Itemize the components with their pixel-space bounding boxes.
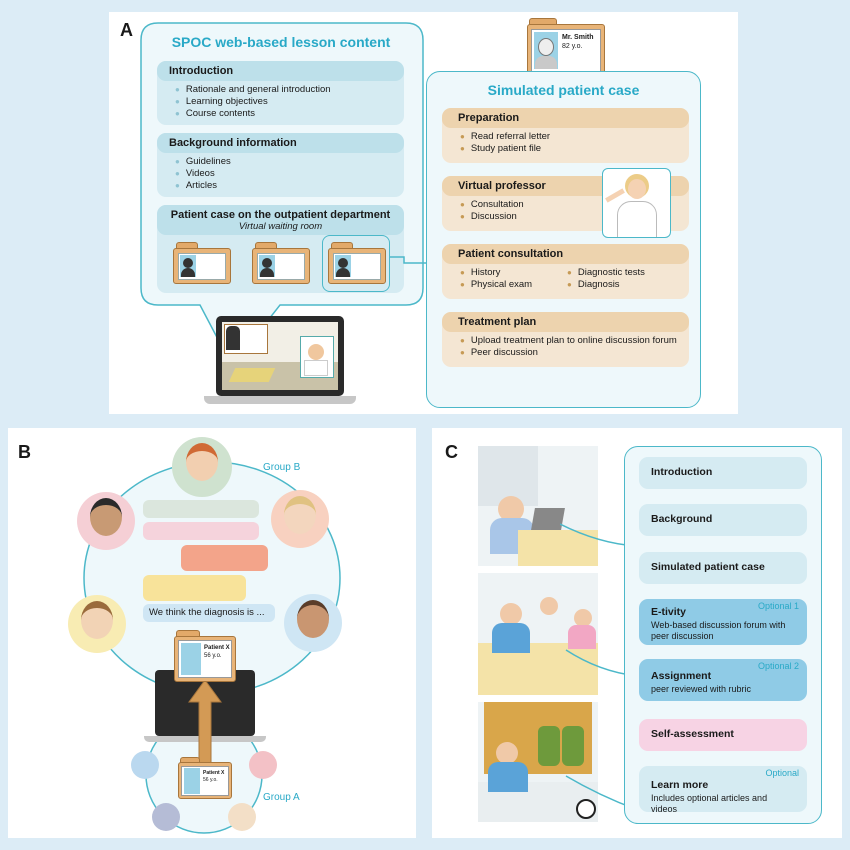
optional-badge: Optional 2 (757, 661, 799, 671)
introduction-label: Introduction (651, 466, 713, 478)
chat-bubble (143, 575, 246, 601)
football-icon (576, 799, 596, 819)
diagnosis-message: We think the diagnosis is ... (149, 607, 265, 618)
list-item: Discussion (460, 211, 689, 223)
chat-bubble: We think the diagnosis is ... (143, 604, 275, 622)
patient-silhouette-icon (180, 255, 196, 277)
patient-folder-1[interactable] (173, 242, 231, 284)
panel-label-b: B (18, 442, 31, 462)
patient-folder-2[interactable] (252, 242, 310, 284)
list-item: Consultation (460, 199, 689, 211)
list-item: Learning objectives (175, 96, 404, 108)
background-heading: Background information (157, 133, 404, 153)
patient-folder-3[interactable] (328, 242, 386, 284)
virtual-professor-image (602, 168, 671, 238)
chat-bubble (181, 545, 268, 571)
patient-case-heading: Patient case on the outpatient departmen… (157, 205, 404, 235)
patient-silhouette-icon (259, 255, 275, 277)
patient-age: 82 y.o. (562, 43, 583, 50)
patient-name: Mr. Smith (562, 34, 594, 41)
etivity-title: E-tivity (651, 606, 687, 618)
list-item: Videos (175, 168, 404, 180)
patient-silhouette-icon (184, 768, 200, 794)
etivity-description: Web-based discussion forum with peer dis… (651, 620, 786, 641)
background-section: Background information Guidelines Videos… (157, 133, 404, 197)
assignment-description: peer reviewed with rubric (651, 684, 752, 694)
patient-age: 56 y.o. (204, 653, 222, 659)
simulated-case-label: Simulated patient case (651, 561, 765, 573)
treatment-plan-heading: Treatment plan (442, 312, 689, 332)
patient-name: Patient X (204, 645, 230, 651)
patient-file-folder[interactable]: Mr. Smith 82 y.o. (527, 18, 605, 78)
list-item: Diagnosis (567, 279, 645, 291)
course-item-assignment[interactable]: Optional 2 Assignment peer reviewed with… (639, 659, 807, 701)
list-item: Diagnostic tests (567, 267, 645, 279)
treatment-plan-section: Treatment plan Upload treatment plan to … (442, 312, 689, 367)
chat-bubble (143, 500, 259, 518)
panel-label-a: A (120, 20, 133, 40)
self-study-illustration (478, 702, 598, 822)
patient-age: 56 y.o. (203, 777, 218, 783)
waiting-room-label: Virtual waiting room (238, 221, 323, 232)
course-item-self-assessment[interactable]: Self-assessment (639, 719, 807, 751)
course-item-etivity[interactable]: Optional 1 E-tivity Web-based discussion… (639, 599, 807, 645)
preparation-section: Preparation Read referral letter Study p… (442, 108, 689, 163)
course-item-background[interactable]: Background (639, 504, 807, 536)
list-item: Read referral letter (460, 131, 689, 143)
study-alone-illustration (478, 446, 598, 566)
panel-label-c: C (445, 442, 458, 462)
group-work-illustration (478, 573, 598, 695)
list-item: Study patient file (460, 143, 689, 155)
patient-consultation-section: Patient consultation History Physical ex… (442, 244, 689, 299)
avatar (284, 496, 316, 534)
list-item: Course contents (175, 108, 404, 120)
selected-folder-frame (322, 235, 390, 292)
avatar (81, 601, 113, 639)
patient-photo (534, 32, 558, 69)
chat-bubble (143, 522, 259, 540)
course-item-simulated-case[interactable]: Simulated patient case (639, 552, 807, 584)
virtual-room-image (222, 322, 338, 390)
assignment-title: Assignment (651, 670, 712, 682)
introduction-heading: Introduction (157, 61, 404, 81)
list-item: Peer discussion (460, 347, 689, 359)
laptop-screen (216, 316, 344, 396)
optional-badge: Optional (765, 768, 799, 778)
patient-name: Patient X (203, 770, 225, 776)
group-a-label: Group A (263, 792, 300, 803)
learn-more-title: Learn more (651, 779, 709, 791)
list-item: Guidelines (175, 156, 404, 168)
patient-case-title: Patient case on the outpatient departmen… (170, 209, 391, 221)
spoc-title: SPOC web-based lesson content (171, 34, 391, 50)
upload-arrow-icon (188, 679, 222, 768)
list-item: Physical exam (460, 279, 567, 291)
avatar (186, 443, 218, 481)
course-item-learn-more[interactable]: Optional Learn more Includes optional ar… (639, 766, 807, 814)
learn-more-description: Includes optional articles and videos (651, 793, 768, 814)
group-b-label: Group B (263, 462, 301, 473)
list-item: Upload treatment plan to online discussi… (460, 335, 689, 347)
introduction-section: Introduction Rationale and general intro… (157, 61, 404, 125)
list-item: Articles (175, 180, 404, 192)
connector-line (390, 256, 430, 264)
patient-consultation-heading: Patient consultation (442, 244, 689, 264)
patient-file-folder[interactable]: Patient X 56 y.o. (178, 757, 232, 799)
self-assessment-label: Self-assessment (651, 728, 734, 740)
avatar (297, 600, 329, 638)
background-label: Background (651, 513, 713, 525)
list-item: History (460, 267, 567, 279)
patient-silhouette-icon (335, 255, 351, 277)
simulated-case-title: Simulated patient case (487, 82, 640, 98)
list-item: Rationale and general introduction (175, 84, 404, 96)
course-item-introduction[interactable]: Introduction (639, 457, 807, 489)
preparation-heading: Preparation (442, 108, 689, 128)
laptop-base (204, 396, 356, 404)
optional-badge: Optional 1 (757, 601, 799, 611)
patient-silhouette-icon (181, 643, 201, 675)
avatar (90, 498, 122, 536)
patient-file-folder[interactable]: Patient X 56 y.o. (174, 630, 236, 682)
